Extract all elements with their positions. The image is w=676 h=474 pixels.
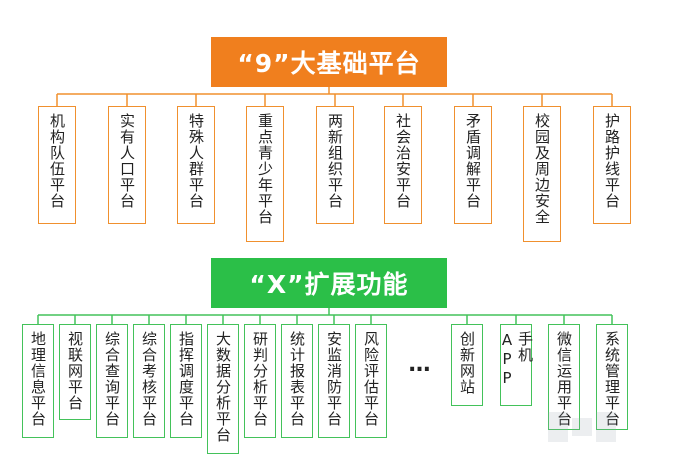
top-node-1: 机构队伍平台 bbox=[38, 106, 76, 224]
top-node-7: 矛盾调解平台 bbox=[454, 106, 492, 224]
top-node-8: 校园及周边安全 bbox=[523, 106, 561, 242]
top-node-4: 重点青少年平台 bbox=[246, 106, 284, 242]
top-node-label: 校园及周边安全 bbox=[533, 113, 551, 225]
watermark-logo bbox=[548, 412, 620, 442]
bottom-node-label: 创新网站 bbox=[458, 331, 476, 395]
bottom-node-label: 统计报表平台 bbox=[288, 331, 306, 427]
top-node-label: 护路护线平台 bbox=[603, 113, 621, 209]
bottom-node-13: 微信运用平台 bbox=[548, 324, 580, 430]
bottom-node-label: 综合考核平台 bbox=[140, 331, 158, 427]
bottom-node-3: 综合查询平台 bbox=[96, 324, 128, 438]
bottom-node-11: 创新网站 bbox=[451, 324, 483, 406]
top-node-6: 社会治安平台 bbox=[384, 106, 422, 224]
top-node-label: 社会治安平台 bbox=[394, 113, 412, 209]
bottom-node-10: 风险评估平台 bbox=[355, 324, 387, 438]
bottom-node-label: 微信运用平台 bbox=[555, 331, 573, 427]
bottom-node-1: 地理信息平台 bbox=[22, 324, 54, 438]
bottom-node-label: 研判分析平台 bbox=[251, 331, 269, 427]
bottom-node-9: 安监消防平台 bbox=[318, 324, 350, 438]
bottom-node-12: 手机APP bbox=[498, 324, 534, 406]
bottom-node-8: 统计报表平台 bbox=[281, 324, 313, 438]
top-node-label: 机构队伍平台 bbox=[48, 113, 66, 209]
bottom-node-label: 指挥调度平台 bbox=[177, 331, 195, 427]
top-node-label: 两新组织平台 bbox=[326, 113, 344, 209]
bottom-node-2: 视联网平台 bbox=[59, 324, 91, 420]
top-node-5: 两新组织平台 bbox=[316, 106, 354, 224]
bottom-node-label: 风险评估平台 bbox=[362, 331, 380, 427]
bottom-node-6: 大数据分析平台 bbox=[207, 324, 239, 454]
top-node-3: 特殊人群平台 bbox=[177, 106, 215, 224]
bottom-node-14: 系统管理平台 bbox=[596, 324, 628, 430]
top-node-9: 护路护线平台 bbox=[593, 106, 631, 224]
bottom-node-label: 综合查询平台 bbox=[103, 331, 121, 427]
bottom-node-5: 指挥调度平台 bbox=[170, 324, 202, 438]
top-node-2: 实有人口平台 bbox=[108, 106, 146, 224]
top-node-label: 矛盾调解平台 bbox=[464, 113, 482, 209]
top-node-label: 实有人口平台 bbox=[118, 113, 136, 209]
bottom-node-label: 大数据分析平台 bbox=[214, 331, 232, 443]
ellipsis-more: … bbox=[408, 352, 432, 377]
bottom-node-label: 安监消防平台 bbox=[325, 331, 343, 427]
bottom-node-4: 综合考核平台 bbox=[133, 324, 165, 438]
watermark-block bbox=[572, 418, 592, 436]
top-node-label: 重点青少年平台 bbox=[256, 113, 274, 225]
bottom-node-label: 手机APP bbox=[498, 331, 534, 388]
bottom-node-label: 地理信息平台 bbox=[29, 331, 47, 427]
bottom-node-label: 系统管理平台 bbox=[603, 331, 621, 427]
extension-functions-banner: “X”扩展功能 bbox=[211, 258, 447, 308]
bottom-node-label: 视联网平台 bbox=[66, 331, 84, 411]
top-node-label: 特殊人群平台 bbox=[187, 113, 205, 209]
watermark-block bbox=[596, 412, 616, 442]
bottom-node-7: 研判分析平台 bbox=[244, 324, 276, 438]
watermark-block bbox=[548, 412, 568, 442]
basic-platforms-banner: “9”大基础平台 bbox=[211, 37, 447, 87]
